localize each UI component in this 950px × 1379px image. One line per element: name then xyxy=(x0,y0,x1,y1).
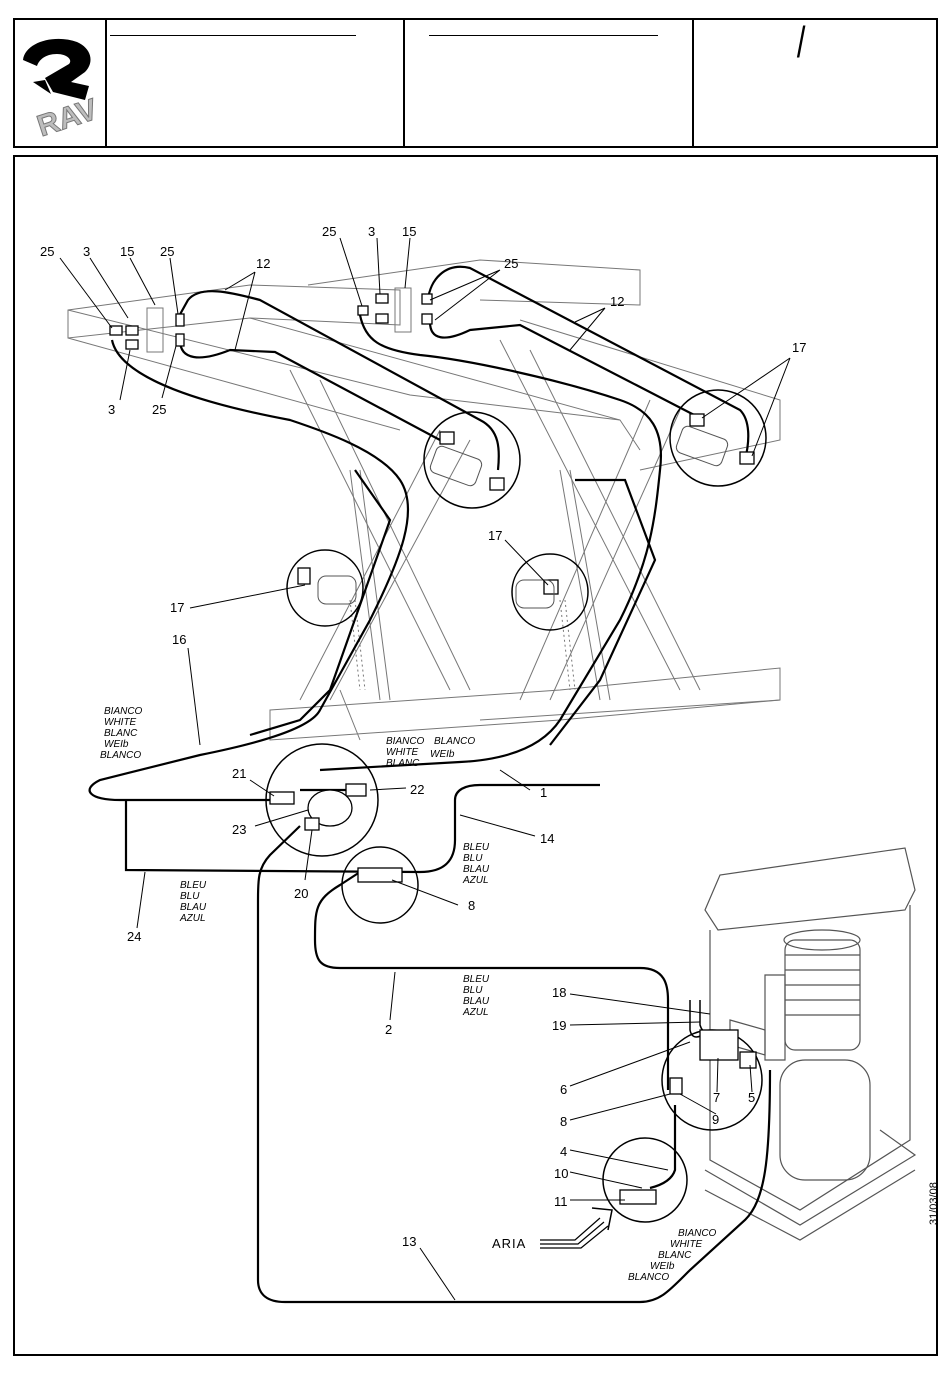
callout-25: 25 xyxy=(504,256,518,271)
svg-text:BLU: BLU xyxy=(463,853,483,864)
callout-9: 9 xyxy=(712,1112,719,1127)
svg-text:BLU: BLU xyxy=(180,891,200,902)
callout-13: 13 xyxy=(402,1234,416,1249)
white-note-left: BIANCO WHITE BLANC WEIb BLANCO xyxy=(100,706,143,761)
aria-arrow xyxy=(540,1208,612,1248)
svg-text:WHITE: WHITE xyxy=(386,747,419,758)
svg-text:BLEU: BLEU xyxy=(180,880,207,891)
svg-text:BLAU: BLAU xyxy=(463,996,490,1007)
callout-15: 15 xyxy=(120,244,134,259)
lift-drawing xyxy=(68,260,780,740)
svg-text:BLAU: BLAU xyxy=(180,902,207,913)
callout-25: 25 xyxy=(322,224,336,239)
callout-15: 15 xyxy=(402,224,416,239)
hose-lines xyxy=(90,267,770,1302)
svg-text:BLANC: BLANC xyxy=(386,758,420,769)
svg-text:AZUL: AZUL xyxy=(462,875,489,886)
callout-3: 3 xyxy=(108,402,115,417)
callout-17: 17 xyxy=(792,340,806,355)
callout-11: 11 xyxy=(554,1194,568,1209)
blue-note-mid: BLEU BLU BLAU AZUL xyxy=(462,842,490,886)
callout-24: 24 xyxy=(127,929,141,944)
leader-lines xyxy=(60,238,790,1300)
callout-21: 21 xyxy=(232,766,246,781)
svg-text:BLAU: BLAU xyxy=(463,864,490,875)
callout-16: 16 xyxy=(172,632,186,647)
svg-text:BIANCO: BIANCO xyxy=(678,1228,717,1239)
svg-text:WEIb: WEIb xyxy=(104,739,129,750)
callout-20: 20 xyxy=(294,886,308,901)
callout-7: 7 xyxy=(713,1090,720,1105)
callout-10: 10 xyxy=(554,1166,568,1181)
callout-23: 23 xyxy=(232,822,246,837)
callout-19: 19 xyxy=(552,1018,566,1033)
callout-22: 22 xyxy=(410,782,424,797)
callout-3: 3 xyxy=(83,244,90,259)
callout-8: 8 xyxy=(468,898,475,913)
svg-text:BLEU: BLEU xyxy=(463,974,490,985)
callout-17: 17 xyxy=(170,600,184,615)
svg-text:BIANCO: BIANCO xyxy=(386,736,425,747)
callout-5: 5 xyxy=(748,1090,755,1105)
svg-text:WEIb: WEIb xyxy=(650,1261,675,1272)
svg-text:BLEU: BLEU xyxy=(463,842,490,853)
svg-text:WEIb: WEIb xyxy=(430,749,455,760)
cylinders xyxy=(318,425,729,608)
callout-8: 8 xyxy=(560,1114,567,1129)
svg-text:BLANC: BLANC xyxy=(104,728,138,739)
svg-text:WHITE: WHITE xyxy=(670,1239,703,1250)
svg-text:AZUL: AZUL xyxy=(179,913,206,924)
svg-text:BLANC: BLANC xyxy=(658,1250,692,1261)
svg-text:BLANCO: BLANCO xyxy=(100,750,141,761)
callout-25: 25 xyxy=(40,244,54,259)
aria-label: ARIA xyxy=(492,1236,526,1251)
blue-note-low: BLEU BLU BLAU AZUL xyxy=(462,974,490,1018)
callout-25: 25 xyxy=(160,244,174,259)
svg-text:BIANCO: BIANCO xyxy=(104,706,143,717)
callout-2: 2 xyxy=(385,1022,392,1037)
svg-text:BLU: BLU xyxy=(463,985,483,996)
callout-18: 18 xyxy=(552,985,566,1000)
svg-text:AZUL: AZUL xyxy=(462,1007,489,1018)
svg-text:BLANCO: BLANCO xyxy=(628,1272,669,1283)
white-note-low: BIANCO WHITE BLANC WEIb BLANCO xyxy=(628,1228,717,1283)
callout-12: 12 xyxy=(256,256,270,271)
callout-25: 25 xyxy=(152,402,166,417)
callout-3: 3 xyxy=(368,224,375,239)
callout-12: 12 xyxy=(610,294,624,309)
callout-14: 14 xyxy=(540,831,554,846)
callout-17: 17 xyxy=(488,528,502,543)
svg-text:WHITE: WHITE xyxy=(104,717,137,728)
svg-text:BLANCO: BLANCO xyxy=(434,736,475,747)
callout-4: 4 xyxy=(560,1144,567,1159)
blue-note-left: BLEU BLU BLAU AZUL xyxy=(179,880,207,924)
callout-6: 6 xyxy=(560,1082,567,1097)
callout-1: 1 xyxy=(540,785,547,800)
date-code: 31/03/08 xyxy=(928,1155,942,1225)
